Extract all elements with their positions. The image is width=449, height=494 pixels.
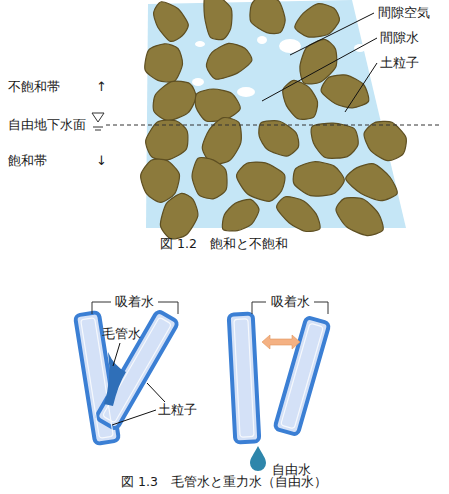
figure-caption: 図 1.2 飽和と不飽和 [160,236,288,252]
separation-arrow [262,335,300,349]
pore-air [192,36,366,97]
soil-particle-bars [75,310,330,444]
zone-arrow: ↓ [96,153,107,169]
free-water-drop [250,446,266,471]
leader-lines [262,13,377,112]
zone-arrow: ↑ [96,79,107,95]
callout-label: 間隙水 [380,30,419,46]
zone-label: 不飽和帯 [8,79,60,95]
callout-label: 吸着水 [271,294,310,310]
water-table-symbol [92,113,104,130]
callout-label: 土粒子 [380,55,419,71]
callout-label: 毛管水 [102,326,141,342]
soil-particles [141,0,407,239]
callout-label: 吸着水 [115,294,154,310]
callout-label: 間隙空気 [378,5,430,21]
leader-lines [112,343,165,425]
callout-label: 土粒子 [158,402,197,418]
water-table-line [106,125,440,126]
figure-caption: 図 1.3 毛管水と重力水（自由水） [121,474,327,490]
zone-label: 飽和帯 [8,153,47,169]
water-table-label: 自由地下水面 [8,117,86,133]
